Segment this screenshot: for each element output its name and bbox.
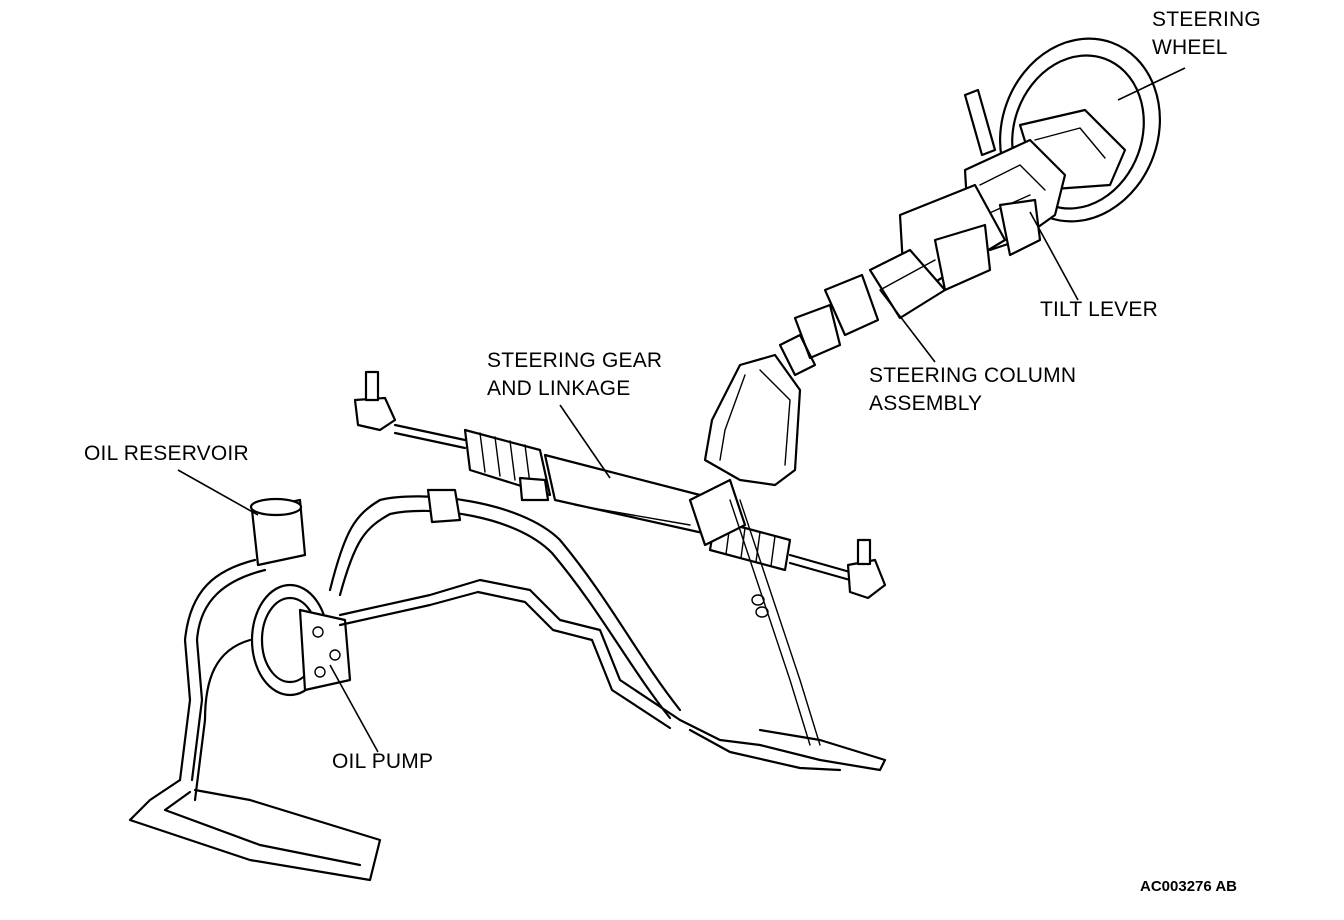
label-steering-wheel-line1: STEERING <box>1152 8 1261 31</box>
leader-lines <box>177 67 1186 753</box>
reference-code: AC003276 AB <box>1140 878 1237 895</box>
leader-oil-reservoir <box>177 469 259 516</box>
leader-steering-wheel <box>1117 67 1186 101</box>
label-steering-gear-line1: STEERING GEAR <box>487 349 663 372</box>
oil-reservoir-drawing <box>249 497 307 567</box>
label-steering-column-line2: ASSEMBLY <box>869 392 983 415</box>
steering-column-drawing <box>778 183 1007 377</box>
label-oil-pump: OIL PUMP <box>332 748 433 776</box>
leader-tilt-lever <box>1029 211 1079 301</box>
oil-pump-drawing <box>250 583 352 697</box>
label-oil-pump-line1: OIL PUMP <box>332 750 434 773</box>
steering-gear-drawing <box>353 370 887 600</box>
label-oil-reservoir-line1: OIL RESERVOIR <box>84 442 249 465</box>
label-oil-reservoir: OIL RESERVOIR <box>84 440 249 468</box>
label-tilt-lever-line1: TILT LEVER <box>1040 298 1158 321</box>
label-steering-wheel: STEERING WHEEL <box>1152 6 1261 62</box>
leader-steering-gear <box>559 404 611 479</box>
leader-oil-pump <box>329 664 379 753</box>
label-steering-gear: STEERING GEAR AND LINKAGE <box>487 347 662 403</box>
column-boot-drawing <box>703 353 802 487</box>
label-tilt-lever: TILT LEVER <box>1040 296 1158 324</box>
label-steering-column-line1: STEERING COLUMN <box>869 364 1077 387</box>
label-steering-gear-line2: AND LINKAGE <box>487 377 631 400</box>
label-steering-column: STEERING COLUMN ASSEMBLY <box>869 362 1076 418</box>
label-steering-wheel-line2: WHEEL <box>1152 36 1228 59</box>
hose-lines-drawing <box>128 476 887 882</box>
leader-steering-column <box>879 289 936 363</box>
